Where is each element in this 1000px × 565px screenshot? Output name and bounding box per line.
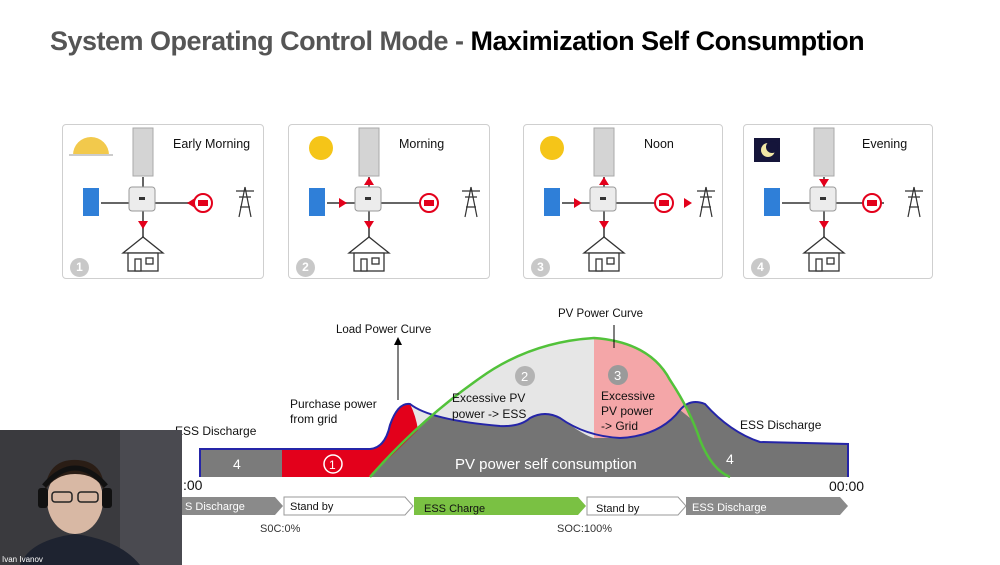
- moon-icon: [754, 138, 780, 162]
- zone-number: 4: [726, 451, 734, 467]
- meter-icon: [654, 193, 674, 213]
- title-main: Maximization Self Consumption: [470, 26, 865, 56]
- zone-badge: 2: [515, 366, 535, 386]
- presenter-video-frame: [0, 430, 182, 565]
- meter-icon: [419, 193, 439, 213]
- load-curve-label: Load Power Curve: [336, 324, 431, 336]
- status-segment-standby: [586, 496, 687, 516]
- battery-cabinet-icon: [593, 127, 615, 177]
- page-title: System Operating Control Mode - Maximiza…: [50, 26, 865, 57]
- status-label: ESS Discharge: [692, 502, 767, 514]
- sunrise-icon: [69, 137, 113, 156]
- zone-number: 3: [614, 368, 621, 383]
- solar-panel-icon: [309, 188, 325, 216]
- excess-pv-to-ess-area: [370, 338, 594, 477]
- soc-high-label: SOC:100%: [557, 523, 612, 535]
- excess-grid-label-line2: PV power: [601, 404, 653, 418]
- house-icon: [802, 236, 846, 272]
- scenario-label: Morning: [399, 137, 445, 151]
- purchase-label-line1: Purchase power: [290, 397, 377, 411]
- load-power-curve-line: [199, 401, 849, 477]
- webcam-video-feed: Ivan Ivanov: [0, 430, 182, 565]
- sun-icon: [309, 136, 333, 160]
- status-segment-discharge: [686, 497, 848, 515]
- house-icon: [121, 236, 165, 272]
- scenario-panel-evening: Evening 4: [743, 124, 933, 279]
- excess-grid-label-line3: -> Grid: [601, 419, 638, 433]
- meter-icon: [193, 193, 213, 213]
- excess-ess-label-line1: Excessive PV: [452, 391, 525, 405]
- house-icon: [582, 236, 626, 272]
- status-label: S Discharge: [185, 501, 245, 513]
- ess-discharge-area: [200, 449, 282, 477]
- pv-curve-label: PV Power Curve: [558, 308, 643, 320]
- scenario-panel-early-morning: Early Morning 1: [62, 124, 264, 279]
- energy-flow-schematic: [754, 127, 923, 272]
- participant-name: Ivan Ivanov: [2, 555, 43, 564]
- meter-icon: [862, 193, 882, 213]
- grid-purchase-area: [282, 403, 418, 477]
- time-end-label: 00:00: [829, 478, 864, 494]
- status-segment-standby: [283, 496, 414, 516]
- status-segment-discharge: [182, 497, 283, 515]
- pylon-icon: [697, 186, 715, 218]
- power-curve-diagram: Load Power Curve PV Power Curve Purchase…: [175, 308, 864, 535]
- zone-badge: 1: [323, 454, 343, 474]
- title-prefix: System Operating Control Mode -: [50, 26, 471, 56]
- solar-panel-icon: [83, 188, 99, 216]
- soc-low-label: S0C:0%: [260, 523, 301, 535]
- scenario-number-badge: 1: [70, 258, 89, 277]
- scenario-number-badge: 4: [751, 258, 770, 277]
- energy-flow-schematic: [69, 127, 254, 272]
- zone-number: 4: [233, 456, 241, 472]
- zone-number: 1: [329, 458, 336, 472]
- ess-discharge-left-label: ESS Discharge: [175, 424, 257, 438]
- self-consumption-label: PV power self consumption: [455, 456, 637, 473]
- scenario-panel-noon: Noon 3: [523, 124, 723, 279]
- solar-panel-icon: [544, 188, 560, 216]
- purchase-label-line2: from grid: [290, 412, 337, 426]
- energy-flow-schematic: [309, 127, 480, 272]
- battery-cabinet-icon: [358, 127, 380, 177]
- scenario-panel-morning: Morning 2: [288, 124, 490, 279]
- energy-flow-schematic: [540, 127, 715, 272]
- pylon-icon: [905, 186, 923, 218]
- excess-ess-label-line2: power -> ESS: [452, 407, 526, 421]
- status-label: Stand by: [596, 503, 640, 515]
- solar-panel-icon: [764, 188, 780, 216]
- scenario-number-badge: 3: [531, 258, 550, 277]
- status-label: ESS Charge: [424, 503, 485, 515]
- zone-badge: 3: [608, 365, 628, 385]
- sun-icon: [540, 136, 564, 160]
- battery-cabinet-icon: [132, 127, 154, 177]
- scenario-label: Early Morning: [173, 137, 251, 151]
- battery-cabinet-icon: [813, 127, 835, 177]
- scenario-label: Noon: [644, 137, 674, 151]
- house-icon: [347, 236, 391, 272]
- status-segment-ess-charge: [414, 497, 586, 515]
- status-label: Stand by: [290, 501, 334, 513]
- pylon-icon: [236, 186, 254, 218]
- pylon-icon: [462, 186, 480, 218]
- ess-discharge-right-label: ESS Discharge: [740, 418, 822, 432]
- excess-grid-label-line1: Excessive: [601, 389, 655, 403]
- pv-power-curve-line: [369, 336, 731, 479]
- zone-number: 2: [521, 369, 528, 384]
- excess-pv-to-grid-area: [594, 338, 690, 438]
- time-start-label: :00: [183, 477, 203, 493]
- scenario-label: Evening: [862, 137, 908, 151]
- scenario-number-badge: 2: [296, 258, 315, 277]
